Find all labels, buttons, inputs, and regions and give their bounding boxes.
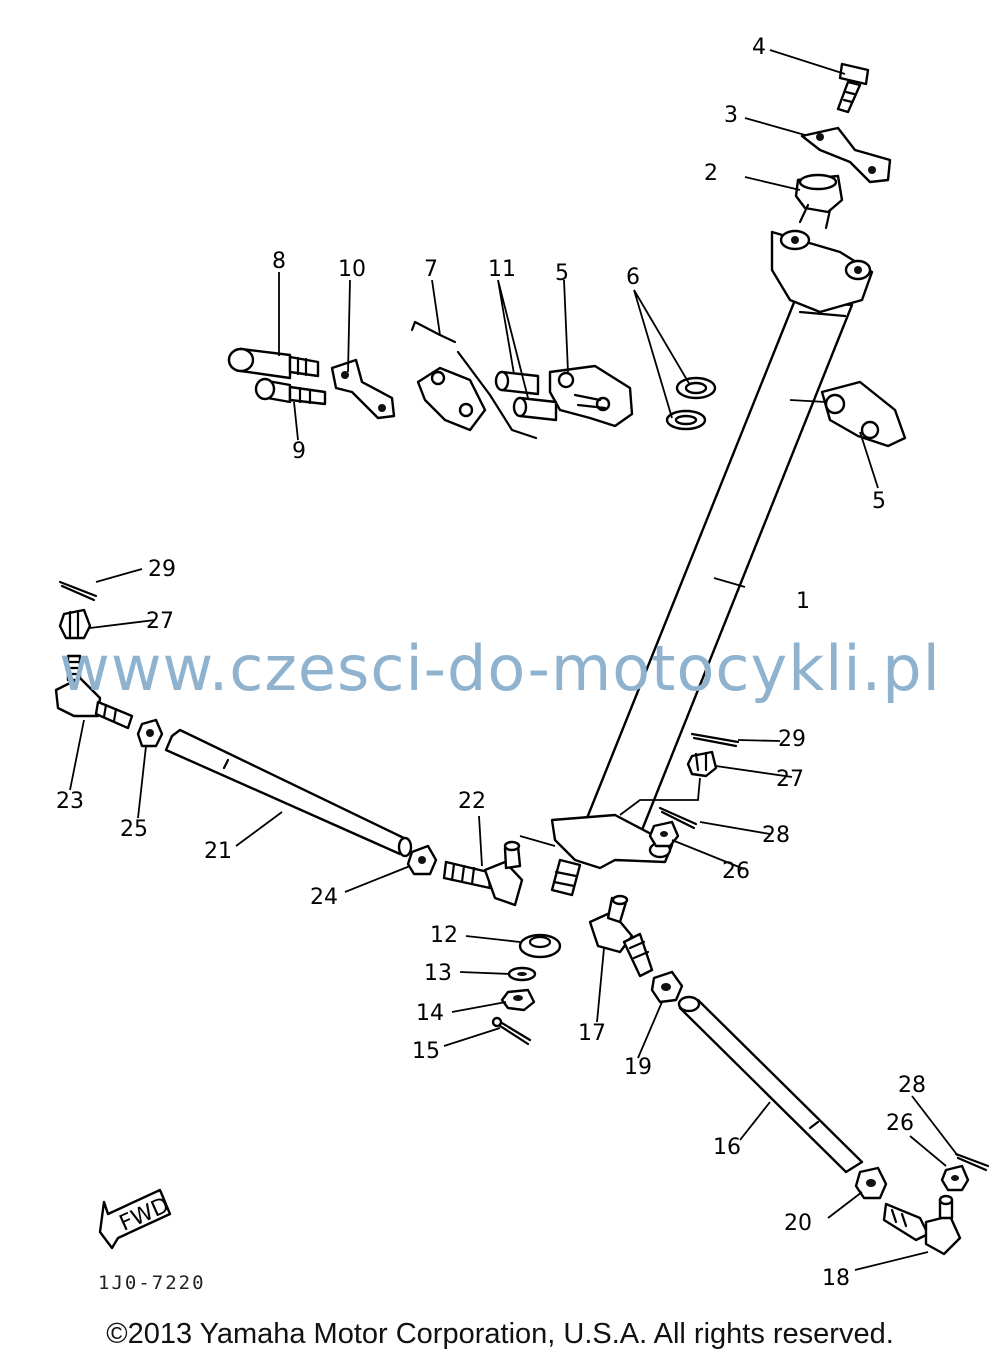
collar-pair-11: [494, 370, 558, 422]
rod-end-part-22: [442, 840, 524, 907]
callout-14: 14: [416, 1001, 444, 1026]
callout-23: 23: [56, 789, 84, 814]
callout-26-upper: 26: [722, 859, 750, 884]
callout-15: 15: [412, 1039, 440, 1064]
rod-end-part-23: [54, 654, 134, 730]
holder-part-2: [794, 173, 844, 230]
callout-5-lower: 5: [872, 489, 886, 514]
cotter-pin-28-upper: [658, 806, 698, 830]
callout-24: 24: [310, 885, 338, 910]
tie-rod-part-21: [164, 728, 413, 858]
holder-half-lower-5: [820, 380, 907, 448]
callout-11: 11: [488, 257, 516, 282]
castle-nut-26-lower: [940, 1164, 970, 1192]
nut-part-14: [500, 988, 536, 1012]
leader-lines: [69, 49, 959, 1271]
callout-13: 13: [424, 961, 452, 986]
callout-20: 20: [784, 1211, 812, 1236]
fwd-arrow-icon: FWD: [98, 1188, 173, 1250]
nut-part-20: [854, 1166, 888, 1200]
bolt-part-8: [227, 347, 320, 380]
bolt-part-4: [836, 62, 870, 114]
callout-29-left: 29: [148, 557, 176, 582]
nut-part-25: [136, 718, 164, 748]
callout-16: 16: [713, 1135, 741, 1160]
callout-9: 9: [292, 439, 306, 464]
oil-seal-part-12: [518, 933, 562, 959]
plate-part-3: [800, 126, 892, 184]
cotter-pin-part-15: [491, 1016, 532, 1046]
callout-22: 22: [458, 789, 486, 814]
callout-25: 25: [120, 817, 148, 842]
cotter-pin-29-right: [690, 732, 740, 748]
callout-17: 17: [578, 1021, 606, 1046]
callout-3: 3: [724, 103, 738, 128]
callout-27-left: 27: [146, 609, 174, 634]
cotter-pin-29-left: [58, 580, 98, 602]
nut-part-24: [406, 844, 438, 876]
copyright-notice: ©2013 Yamaha Motor Corporation, U.S.A. A…: [106, 1318, 894, 1350]
castle-nut-27-left: [58, 608, 92, 640]
callout-19: 19: [624, 1055, 652, 1080]
callout-2: 2: [704, 161, 718, 186]
holder-half-upper-5: [548, 364, 634, 428]
callout-numbers: 1 2 3 4 5 5 6 7 8 9 10 11 12 13 14 15 16…: [56, 35, 926, 1291]
callout-21: 21: [204, 839, 232, 864]
callout-8: 8: [272, 249, 286, 274]
castle-nut-26-upper: [648, 820, 680, 848]
callout-5-upper: 5: [555, 261, 569, 286]
callout-27-right: 27: [776, 767, 804, 792]
rod-end-part-17: [588, 894, 654, 978]
callout-29-right: 29: [778, 727, 806, 752]
bolt-part-9: [254, 377, 327, 406]
rod-end-part-18: [882, 1194, 962, 1256]
castle-nut-27-right: [686, 750, 718, 778]
cotter-pin-28-lower: [954, 1152, 990, 1172]
callout-6: 6: [626, 265, 640, 290]
washer-part-13: [507, 966, 537, 982]
circlip-pair-6: [665, 376, 717, 431]
callout-1: 1: [796, 589, 810, 614]
callout-12: 12: [430, 923, 458, 948]
column-bottom-arm: [550, 813, 674, 897]
callout-18: 18: [822, 1266, 850, 1291]
nut-part-19: [650, 970, 684, 1004]
lock-washer-part-10: [330, 358, 396, 420]
callout-10: 10: [338, 257, 366, 282]
steering-column-shaft: [581, 298, 854, 837]
callout-28-upper: 28: [762, 823, 790, 848]
callout-7: 7: [424, 257, 438, 282]
callout-4: 4: [752, 35, 766, 60]
diagram-reference-code: 1J0-7220: [98, 1272, 206, 1294]
column-top-bracket: [770, 229, 874, 314]
callout-26-lower: 26: [886, 1111, 914, 1136]
clip-part-7: [410, 320, 538, 440]
callout-28-lower: 28: [898, 1073, 926, 1098]
tie-rod-part-16: [677, 995, 864, 1174]
